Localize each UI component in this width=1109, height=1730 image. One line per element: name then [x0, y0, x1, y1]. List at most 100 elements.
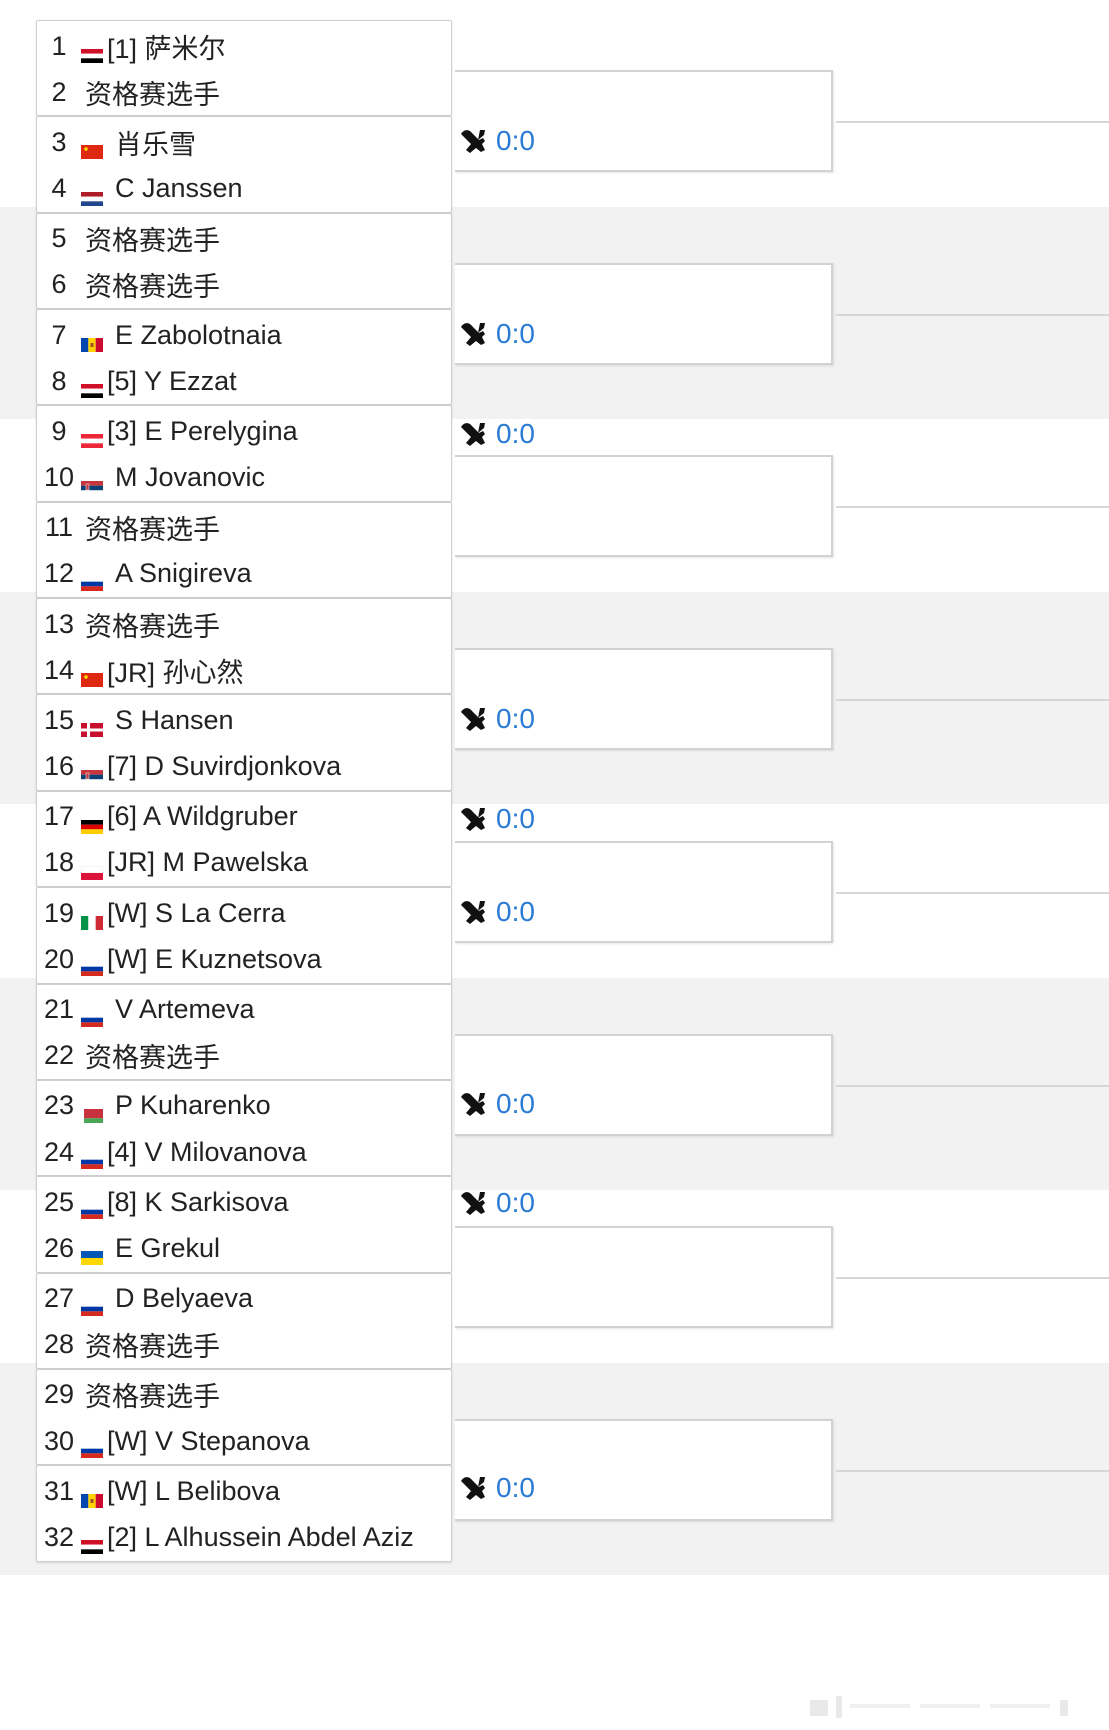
player-row[interactable]: 17[6] A Wildgruber	[37, 792, 451, 842]
player-name[interactable]: 肖乐雪	[115, 129, 196, 160]
player-name[interactable]: [W] E Kuznetsova	[107, 943, 322, 974]
player-row[interactable]: 16[7] D Suvirdjonkova	[37, 742, 451, 792]
player-name[interactable]: 资格赛选手	[85, 515, 220, 546]
player-name[interactable]: 资格赛选手	[85, 611, 220, 642]
player-name[interactable]: [2] L Alhussein Abdel Aziz	[107, 1521, 414, 1552]
player-name[interactable]: P Kuharenko	[115, 1090, 271, 1121]
score-value[interactable]: 0:0	[496, 418, 535, 449]
player-name[interactable]: M Jovanovic	[115, 462, 266, 493]
player-name[interactable]: 资格赛选手	[85, 1043, 220, 1074]
player-name[interactable]: [4] V Milovanova	[107, 1136, 307, 1167]
match-score[interactable]: 0:0	[458, 124, 535, 158]
player-name[interactable]: [W] S La Cerra	[107, 897, 286, 928]
match-score[interactable]: 0:0	[458, 317, 535, 351]
player-name[interactable]: 资格赛选手	[85, 272, 220, 303]
player-name[interactable]: 资格赛选手	[85, 79, 220, 110]
player-name[interactable]: V Artemeva	[115, 994, 255, 1024]
match-score[interactable]: 0:0	[458, 1186, 535, 1220]
player-name[interactable]: C Janssen	[115, 173, 243, 204]
player-row[interactable]: 32[2] L Alhussein Abdel Aziz	[37, 1512, 451, 1562]
score-value[interactable]: 0:0	[496, 318, 535, 349]
match-score[interactable]: 0:0	[458, 802, 535, 836]
player-name[interactable]: D Belyaeva	[115, 1283, 254, 1314]
player-name[interactable]: [W] L Belibova	[107, 1475, 281, 1506]
crossed-rackets-icon	[458, 126, 488, 156]
player-name[interactable]: [8] K Sarkisova	[107, 1186, 289, 1217]
crossed-rackets-icon	[458, 804, 488, 834]
player-name[interactable]: 资格赛选手	[85, 1332, 220, 1363]
player-name[interactable]: [1] 萨米尔	[107, 33, 226, 64]
match-score[interactable]: 0:0	[458, 895, 535, 929]
player-name[interactable]: A Snigireva	[115, 558, 252, 589]
player-name[interactable]: [W] V Stepanova	[107, 1425, 310, 1456]
player-name[interactable]: [JR] 孙心然	[107, 657, 244, 688]
player-row[interactable]: 9[3] E Perelygina	[37, 406, 451, 456]
player-name[interactable]: [JR] M Pawelska	[107, 847, 309, 878]
score-value[interactable]: 0:0	[496, 703, 535, 734]
player-name[interactable]: S Hansen	[115, 704, 234, 735]
player-name[interactable]: E Zabolotnaia	[115, 319, 282, 350]
player-row[interactable]: 30[W] V Stepanova	[37, 1416, 451, 1466]
score-value[interactable]: 0:0	[496, 1187, 535, 1218]
player-row[interactable]: 14[JR] 孙心然	[37, 645, 451, 695]
player-row[interactable]: 19[W] S La Cerra	[37, 888, 451, 938]
score-value[interactable]: 0:0	[496, 1472, 535, 1503]
player-name[interactable]: 资格赛选手	[85, 226, 220, 257]
score-value[interactable]: 0:0	[496, 803, 535, 834]
player-name[interactable]: [3] E Perelygina	[107, 415, 298, 446]
match-score[interactable]: 0:0	[458, 702, 535, 736]
score-value[interactable]: 0:0	[496, 1088, 535, 1119]
player-row[interactable]: 18[JR] M Pawelska	[37, 838, 451, 888]
match-score[interactable]: 0:0	[458, 417, 535, 451]
player-row[interactable]: 1[1] 萨米尔	[37, 21, 451, 71]
player-name[interactable]: [5] Y Ezzat	[107, 365, 237, 396]
score-value[interactable]: 0:0	[496, 125, 535, 156]
player-row[interactable]: 24[4] V Milovanova	[37, 1127, 451, 1177]
player-name[interactable]: [7] D Suvirdjonkova	[107, 751, 342, 782]
player-name[interactable]: 资格赛选手	[85, 1382, 220, 1413]
player-row[interactable]: 25[8] K Sarkisova	[37, 1177, 451, 1227]
player-name[interactable]: [6] A Wildgruber	[107, 801, 298, 832]
score-value[interactable]: 0:0	[496, 896, 535, 927]
player-name[interactable]: E Grekul	[115, 1232, 221, 1263]
player-row[interactable]: 31[W] L Belibova	[37, 1466, 451, 1516]
player-row[interactable]: 20[W] E Kuznetsova	[37, 934, 451, 984]
match-score[interactable]: 0:0	[458, 1471, 535, 1505]
player-row[interactable]: 8[5] Y Ezzat	[37, 356, 451, 406]
match-score[interactable]: 0:0	[458, 1087, 535, 1121]
